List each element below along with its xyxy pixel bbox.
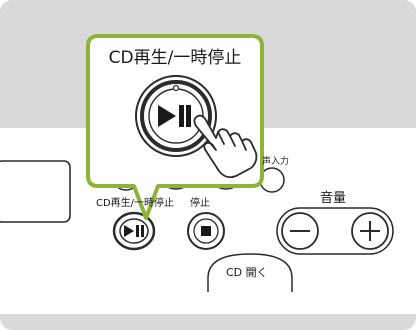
stop-icon: [201, 226, 211, 236]
pointing-hand-icon: [193, 114, 258, 179]
callout-title: CD再生/一時停止: [108, 48, 242, 68]
volume-down-button[interactable]: [281, 212, 319, 250]
cd-open-label: CD 開く: [226, 266, 268, 279]
cd-play-pause-label: CD再生/一時停止: [96, 198, 175, 209]
volume-label: 音量: [320, 191, 347, 206]
cd-open-tab[interactable]: [207, 253, 293, 292]
callout-play-pause-button: [135, 75, 217, 157]
stop-button[interactable]: [187, 212, 225, 250]
cd-play-pause-button[interactable]: [112, 211, 156, 251]
audio-input-label: 声入力: [262, 157, 290, 167]
plus-icon: [360, 221, 380, 241]
stop-label: 停止: [190, 198, 210, 209]
play-pause-icon-large: [158, 105, 191, 127]
display-window: [0, 160, 71, 223]
play-pause-icon: [124, 225, 144, 237]
volume-up-button[interactable]: [351, 212, 389, 250]
